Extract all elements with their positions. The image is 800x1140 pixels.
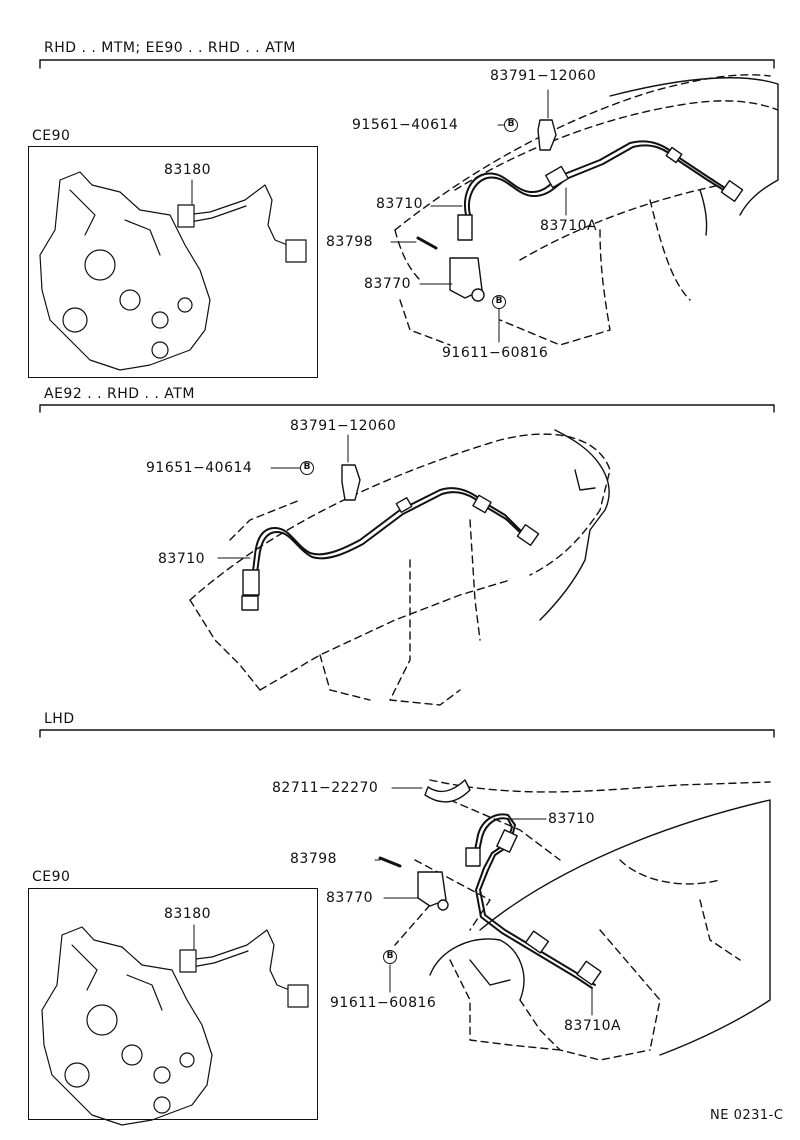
part-label-91651-s2: 91651−40614 bbox=[146, 460, 253, 476]
bolt-marker-s3: B bbox=[383, 950, 397, 964]
inset2-engine-sketch bbox=[41, 926, 309, 1126]
section-rule-2 bbox=[39, 404, 775, 413]
part-label-91611-s1: 91611−60816 bbox=[442, 345, 549, 361]
section-title-2: AE92 . . RHD . . ATM bbox=[44, 386, 195, 402]
inset-box-ce90-top bbox=[28, 146, 318, 378]
s3-leaders bbox=[374, 787, 593, 1016]
part-label-83710-s3: 83710 bbox=[548, 811, 596, 827]
part-label-91561-s1: 91561−40614 bbox=[352, 117, 459, 133]
s1-body-outline bbox=[394, 74, 779, 346]
s2-body-outline bbox=[189, 433, 611, 706]
s3-speedometer-cable bbox=[471, 813, 596, 989]
part-label-83770-s1: 83770 bbox=[364, 276, 412, 292]
section-rule-3 bbox=[39, 729, 775, 738]
part-label-83180-bottom: 83180 bbox=[164, 906, 212, 922]
s1-speedometer-cable bbox=[464, 140, 731, 216]
s2-bracket bbox=[341, 464, 361, 501]
part-label-91611-s3: 91611−60816 bbox=[330, 995, 437, 1011]
diagram-code: NE 0231-C bbox=[710, 1108, 784, 1123]
part-label-83798-s1: 83798 bbox=[326, 234, 374, 250]
section-title-3: LHD bbox=[44, 711, 75, 727]
s2-speedometer-cable bbox=[249, 487, 528, 596]
part-label-83798-s3: 83798 bbox=[290, 851, 338, 867]
inset-title-bottom: CE90 bbox=[32, 869, 71, 885]
part-label-83791-s1: 83791−12060 bbox=[490, 68, 597, 84]
s2-leaders bbox=[217, 434, 349, 559]
bolt-marker-s2: B bbox=[300, 461, 314, 475]
part-label-83710-s2: 83710 bbox=[158, 551, 206, 567]
section-title-1: RHD . . MTM; EE90 . . RHD . . ATM bbox=[44, 40, 296, 56]
part-label-83180-top: 83180 bbox=[164, 162, 212, 178]
part-label-83770-s3: 83770 bbox=[326, 890, 374, 906]
part-label-82711-s3: 82711−22270 bbox=[272, 780, 379, 796]
inset-box-ce90-bottom bbox=[28, 888, 318, 1120]
bolt-marker-s1a: B bbox=[504, 118, 518, 132]
section-rule-1 bbox=[39, 59, 775, 69]
part-label-83710-s1: 83710 bbox=[376, 196, 424, 212]
s2-body-edge bbox=[539, 429, 610, 621]
part-label-83791-s2: 83791−12060 bbox=[290, 418, 397, 434]
bolt-marker-s1b: B bbox=[492, 295, 506, 309]
part-label-83710A-s3: 83710A bbox=[564, 1018, 622, 1034]
inset-title-top: CE90 bbox=[32, 128, 71, 144]
s1-bracket bbox=[537, 119, 557, 151]
s3-clamp bbox=[424, 779, 471, 803]
part-label-83710A-s1: 83710A bbox=[540, 218, 598, 234]
inset1-engine-sketch bbox=[39, 171, 307, 371]
s3-body-edge bbox=[479, 799, 771, 1056]
s1-body-edge bbox=[609, 77, 779, 216]
